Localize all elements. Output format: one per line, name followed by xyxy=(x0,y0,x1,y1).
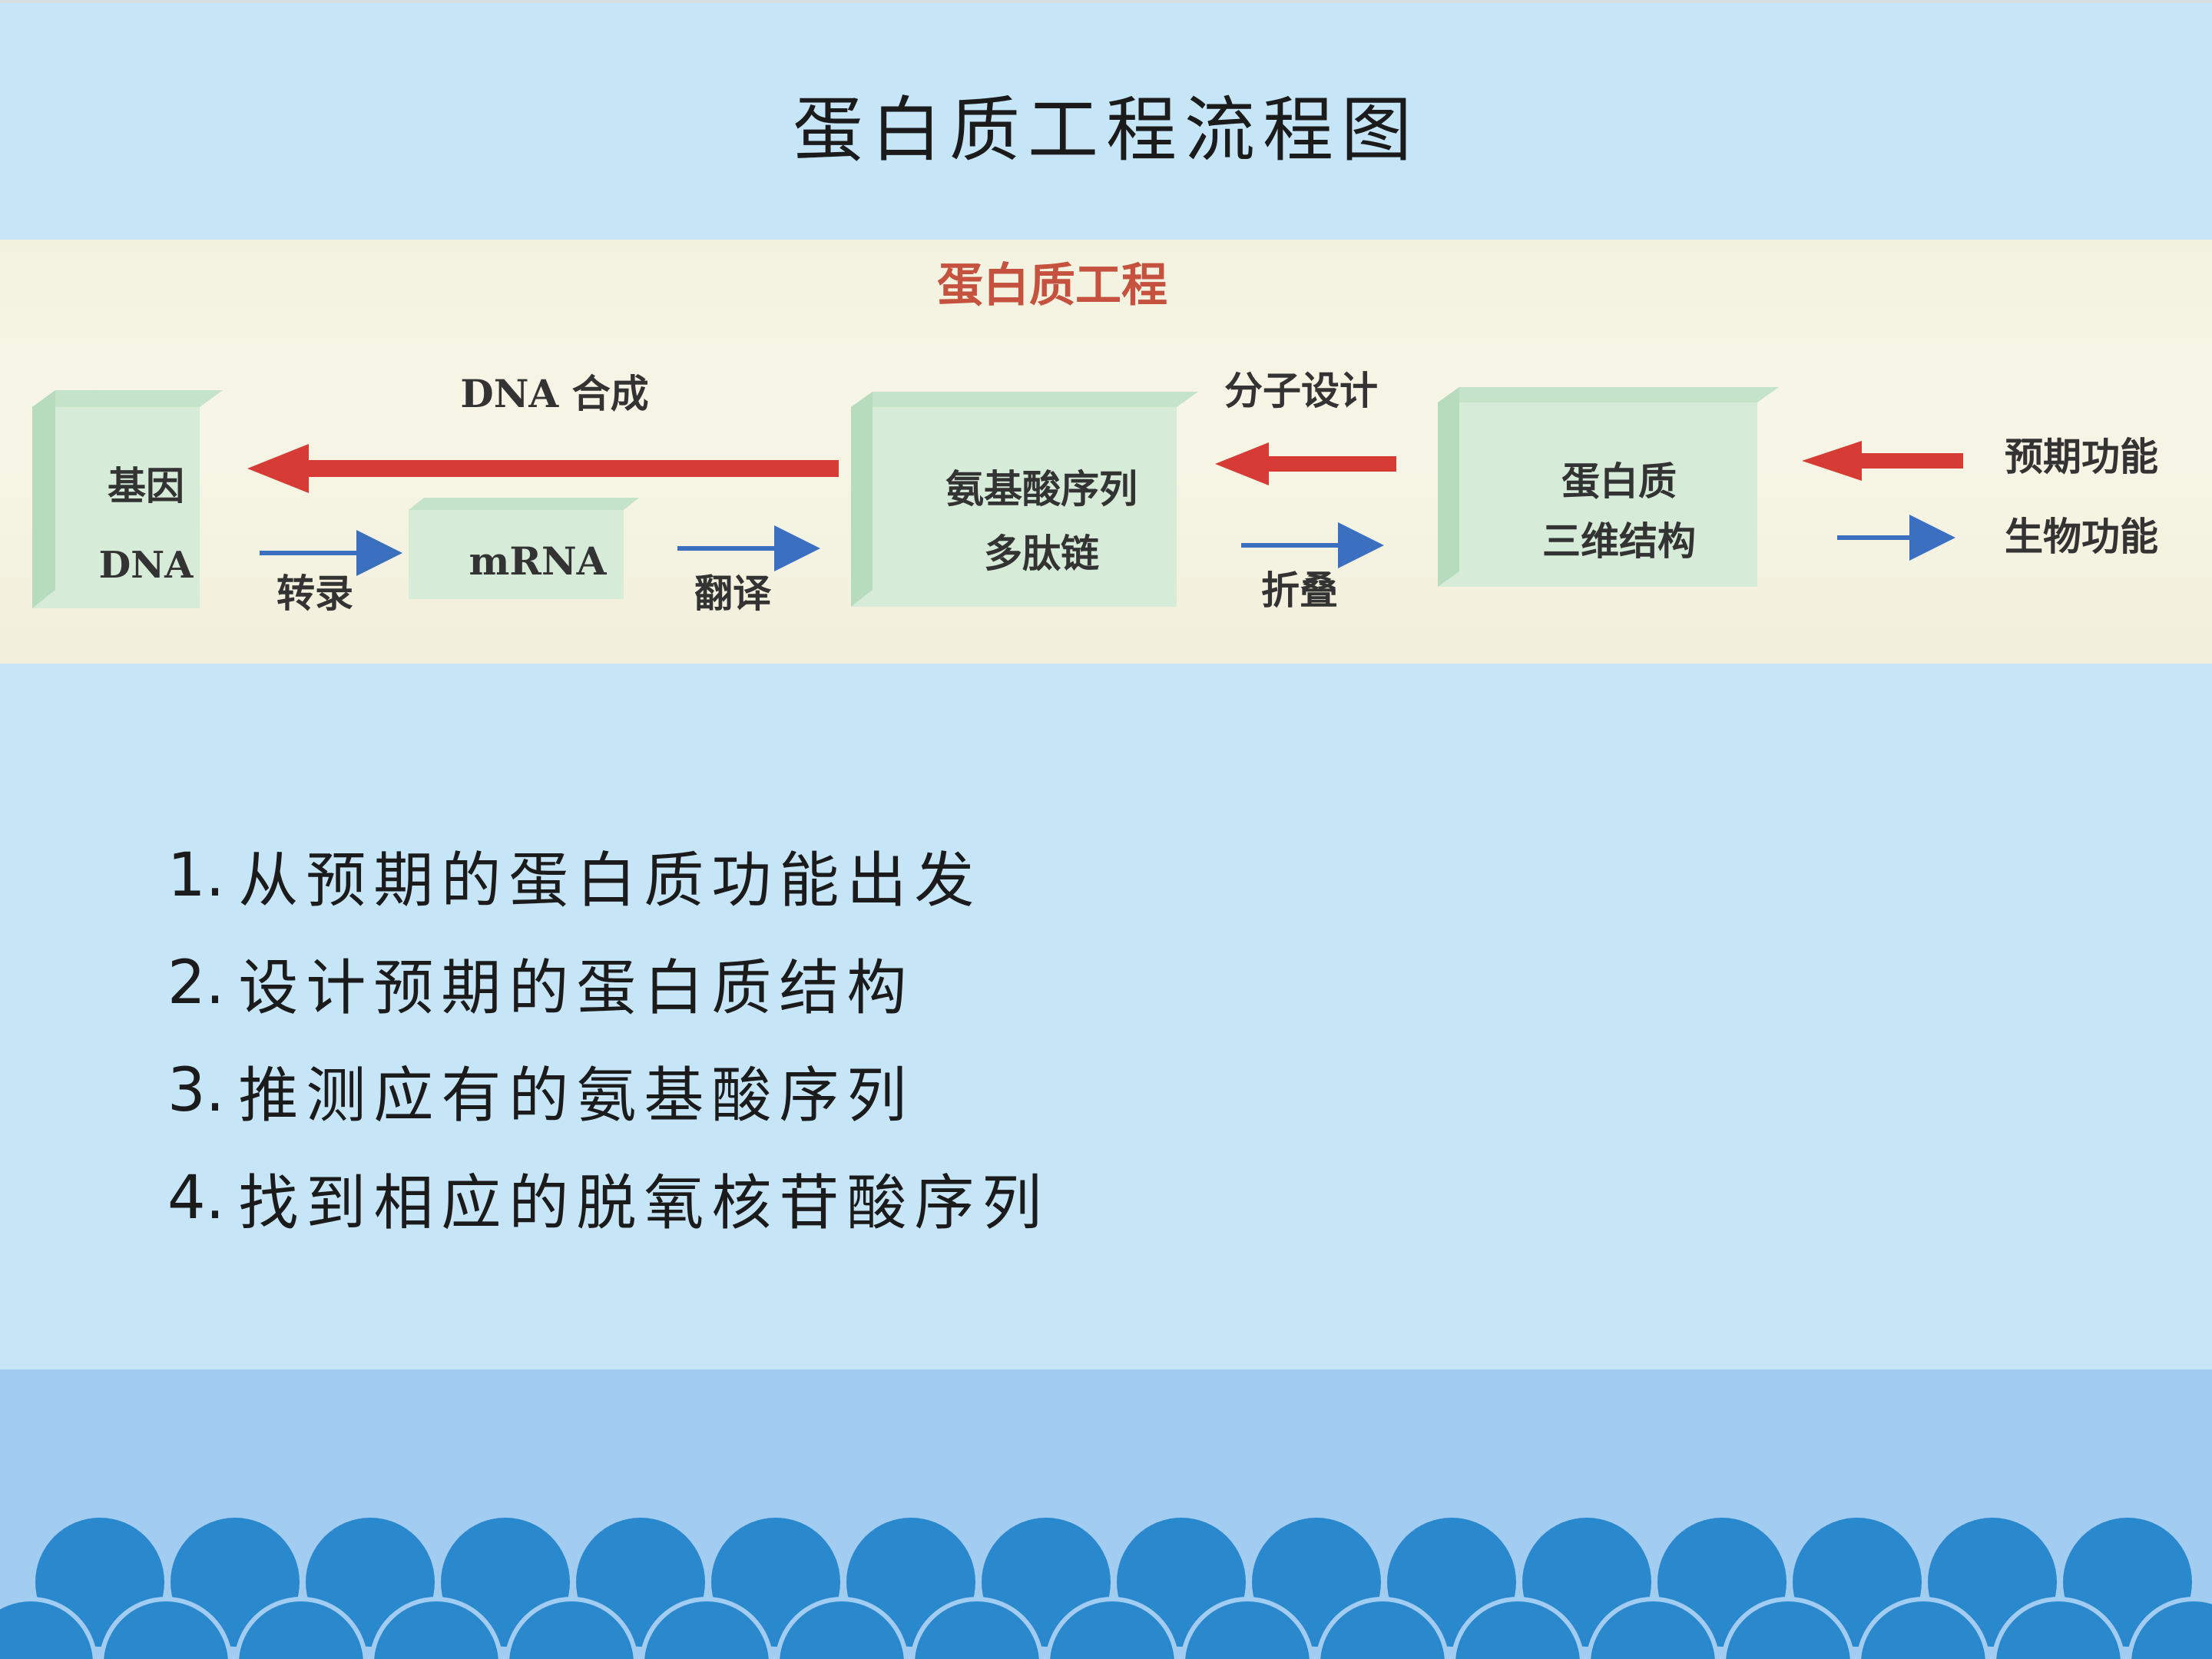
list-item: 4. 找到相应的脱氧核苷酸序列 xyxy=(167,1144,1049,1252)
step-text: 推测应有的氨基酸序列 xyxy=(238,1061,915,1131)
gene-box: 基因 DNA xyxy=(32,390,223,608)
flow-diagram: 蛋白质工程 基因 DNA mRNA 氨基酸序列 多肽链 xyxy=(32,259,2158,616)
expected-function-label: 预期功能 xyxy=(2005,434,2158,479)
amino-acid-sequence-label: 氨基酸序列 xyxy=(945,466,1137,512)
step-number: 2. xyxy=(167,949,225,1018)
biological-function-label: 生物功能 xyxy=(2005,514,2158,559)
mrna-label: mRNA xyxy=(469,538,608,584)
step-number: 4. xyxy=(167,1164,225,1233)
step-text: 设计预期的蛋白质结构 xyxy=(238,954,915,1023)
list-item: 1. 从预期的蛋白质功能出发 xyxy=(167,822,1049,929)
step-number: 1. xyxy=(167,841,225,910)
step-text: 找到相应的脱氧核苷酸序列 xyxy=(238,1169,1050,1238)
steps-list: 1. 从预期的蛋白质功能出发 2. 设计预期的蛋白质结构 3. 推测应有的氨基酸… xyxy=(167,822,1049,1252)
list-item: 3. 推测应有的氨基酸序列 xyxy=(167,1037,1049,1144)
translation-label: 翻译 xyxy=(694,571,772,616)
wave-row-front xyxy=(0,1597,2212,1659)
dna-label: DNA xyxy=(99,544,194,587)
transcription-label: 转录 xyxy=(276,571,353,616)
dna-synthesis-arrow xyxy=(247,444,839,493)
wave-decoration xyxy=(0,1518,2212,1659)
3d-structure-label: 三维结构 xyxy=(1542,518,1696,564)
mrna-box: mRNA xyxy=(409,498,639,599)
amino-acid-box: 氨基酸序列 多肽链 xyxy=(851,392,1198,607)
page-title: 蛋白质工程流程图 xyxy=(792,89,1419,171)
molecular-design-label: 分子设计 xyxy=(1224,368,1378,413)
step-text: 从预期的蛋白质功能出发 xyxy=(238,846,982,916)
list-item: 2. 设计预期的蛋白质结构 xyxy=(167,929,1049,1037)
figure-heading: 蛋白质工程 xyxy=(937,259,1167,313)
protein-box: 蛋白质 三维结构 xyxy=(1438,387,1779,587)
gene-label: 基因 xyxy=(108,463,184,508)
dna-synthesis-label: DNA 合成 xyxy=(460,371,648,416)
step-number: 3. xyxy=(167,1056,225,1125)
expected-function-arrow xyxy=(1802,441,1963,481)
folding-label: 折叠 xyxy=(1261,568,1338,613)
protein-label: 蛋白质 xyxy=(1561,459,1677,504)
molecular-design-arrow xyxy=(1215,442,1396,485)
protein-engineering-figure: 蛋白质工程 基因 DNA mRNA 氨基酸序列 多肽链 xyxy=(0,240,2212,664)
polypeptide-label: 多肽链 xyxy=(984,531,1099,576)
top-border xyxy=(0,0,2212,3)
